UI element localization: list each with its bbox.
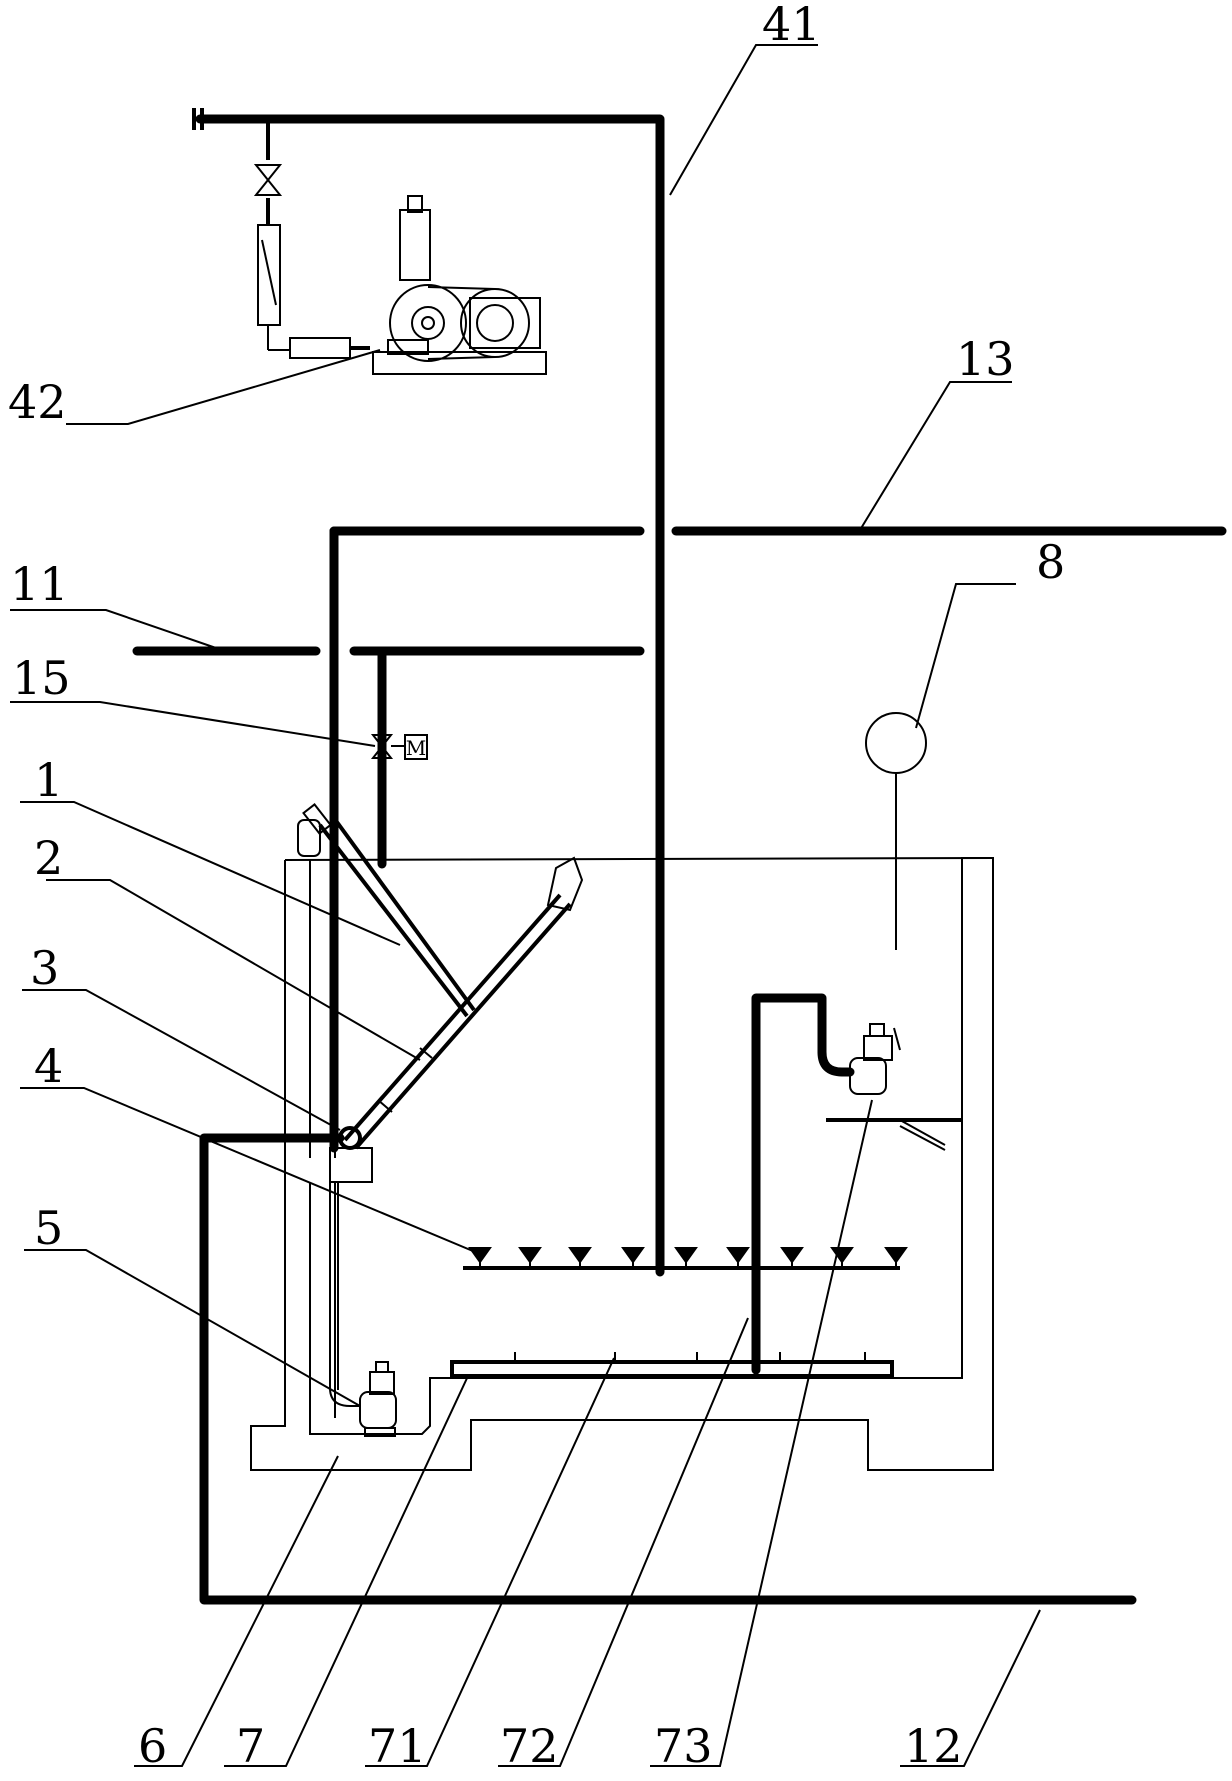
pump-73 (826, 1023, 962, 1151)
reference-labels: 41 42 13 11 8 15 1 2 3 4 5 6 7 71 72 73 … (8, 0, 1065, 1773)
motor-valve-15: M (370, 734, 428, 760)
blower-42 (372, 195, 547, 375)
label-12: 12 (904, 1719, 963, 1773)
label-5: 5 (34, 1201, 63, 1255)
blower-branch (253, 119, 370, 359)
label-11: 11 (10, 557, 69, 611)
label-7: 7 (236, 1719, 265, 1773)
label-42: 42 (8, 375, 67, 429)
label-6: 6 (138, 1719, 167, 1773)
label-2: 2 (34, 831, 63, 885)
pipe-72 (751, 993, 855, 1375)
tank-outline (250, 857, 994, 1471)
label-15: 15 (12, 651, 71, 705)
label-8: 8 (1036, 535, 1065, 589)
label-1: 1 (34, 753, 63, 807)
pipe-13 (329, 526, 1227, 863)
pipe-12 (199, 1133, 1137, 1605)
drain-riser (329, 526, 339, 1390)
label-13: 13 (956, 332, 1015, 386)
label-72: 72 (500, 1719, 559, 1773)
aerator-4 (463, 1247, 908, 1270)
label-41: 41 (762, 0, 821, 51)
label-3: 3 (30, 941, 59, 995)
label-71: 71 (368, 1719, 427, 1773)
sludge-collector-71 (450, 1352, 894, 1378)
air-pipe-41 (192, 108, 665, 1277)
label-4: 4 (34, 1039, 63, 1093)
pump-5 (329, 1361, 397, 1437)
motor-symbol: M (406, 736, 426, 760)
decanter-assembly (297, 803, 584, 1183)
leader-lines (10, 44, 1041, 1767)
label-73: 73 (654, 1719, 713, 1773)
level-gauge-8 (865, 712, 927, 950)
